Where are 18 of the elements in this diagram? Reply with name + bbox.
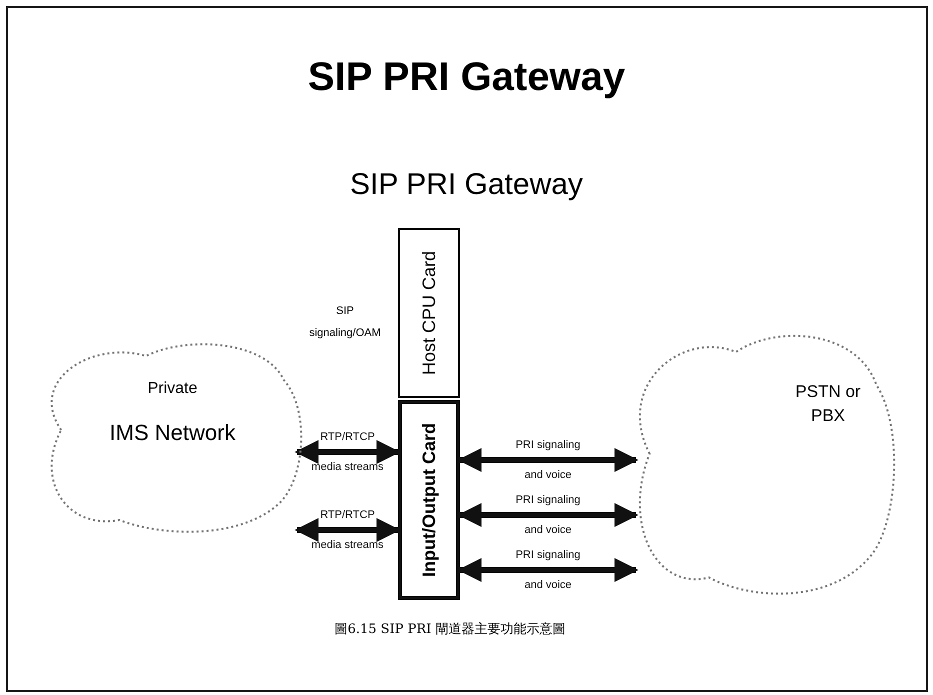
edge-label: PRI signaling and voice — [514, 548, 582, 593]
signal-label: SIP signaling/OAM — [308, 304, 382, 341]
card-label: Host CPU Card — [418, 250, 440, 378]
card-box — [398, 400, 460, 600]
double-arrow — [294, 440, 400, 464]
title: SIP PRI Gateway — [306, 55, 626, 100]
edge-label: PRI signaling and voice — [514, 438, 582, 483]
edge-label: RTP/RTCP media streams — [310, 430, 384, 475]
cloud-label: PSTN or PBX — [794, 381, 862, 427]
card-label: Input/Output Card — [418, 422, 440, 579]
caption: 圖6.15 SIP PRI 閘道器主要功能示意圖 — [334, 621, 566, 638]
card-box — [398, 228, 460, 398]
subtitle: SIP PRI Gateway — [349, 168, 584, 202]
cloud-label: Private — [146, 380, 198, 398]
edge-label: RTP/RTCP media streams — [310, 508, 384, 553]
double-arrow — [294, 518, 400, 542]
cloud-label: IMS Network — [108, 420, 236, 446]
edge-label: PRI signaling and voice — [514, 493, 582, 538]
